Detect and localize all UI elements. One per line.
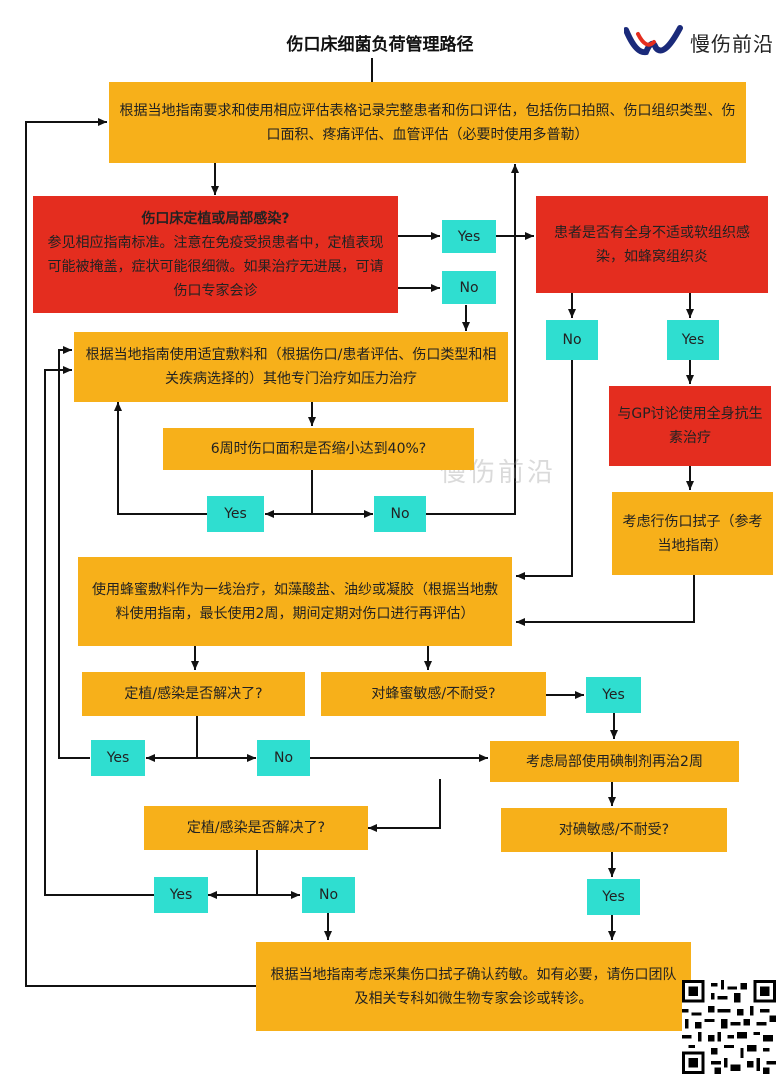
node-iodine-sensitivity-question: 对碘敏感/不耐受? — [501, 808, 727, 852]
node-resolved-question-1: 定植/感染是否解决了? — [82, 672, 305, 716]
yes-label: Yes — [442, 220, 496, 253]
node-six-week-question: 6周时伤口面积是否缩小达到40%? — [163, 428, 474, 470]
no-label: No — [546, 320, 598, 360]
yes-label: Yes — [586, 677, 641, 713]
node-honey-dressing: 使用蜂蜜敷料作为一线治疗，如藻酸盐、油纱或凝胶（根据当地敷料使用指南，最长使用2… — [78, 557, 512, 646]
node-wound-swab: 考虑行伤口拭子（参考当地指南） — [612, 492, 773, 575]
node-resolved-question-2: 定植/感染是否解决了? — [144, 806, 368, 850]
yes-label: Yes — [667, 320, 719, 360]
diagram-title: 伤口床细菌负荷管理路径 — [286, 35, 474, 55]
node-swab-referral: 根据当地指南考虑采集伤口拭子确认药敏。如有必要，请伤口团队及相关专科如微生物专家… — [256, 942, 691, 1031]
no-label: No — [257, 740, 310, 776]
node-systemic-infection-question: 患者是否有全身不适或软组织感染，如蜂窝组织炎 — [536, 196, 768, 293]
qr-code-icon — [682, 980, 776, 1074]
no-label: No — [374, 496, 426, 532]
brand-name: 慢伤前沿 — [690, 31, 774, 56]
node-colonization-title: 伤口床定植或局部感染? — [141, 210, 290, 227]
no-label: No — [302, 877, 355, 913]
node-iodine-treatment: 考虑局部使用碘制剂再治2周 — [490, 741, 739, 782]
yes-label: Yes — [91, 740, 145, 776]
yes-label: Yes — [207, 496, 264, 532]
node-colonization-body: 参见相应指南标准。注意在免疫受损患者中，定植表现可能被掩盖，症状可能很细微。如果… — [47, 234, 384, 299]
node-colonization-question: 伤口床定植或局部感染? 参见相应指南标准。注意在免疫受损患者中，定植表现可能被掩… — [33, 196, 398, 313]
node-dressing-therapy: 根据当地指南使用适宜敷料和（根据伤口/患者评估、伤口类型和相关疾病选择的）其他专… — [74, 332, 508, 402]
brand-logo: 慢伤前沿 — [624, 22, 780, 62]
brand-w-logo-icon — [624, 25, 683, 56]
node-assessment: 根据当地指南要求和使用相应评估表格记录完整患者和伤口评估，包括伤口拍照、伤口组织… — [109, 82, 746, 163]
node-gp-antibiotics: 与GP讨论使用全身抗生素治疗 — [609, 386, 771, 466]
no-label: No — [442, 271, 496, 304]
node-honey-sensitivity-question: 对蜂蜜敏感/不耐受? — [321, 672, 546, 716]
yes-label: Yes — [154, 877, 208, 913]
yes-label: Yes — [587, 879, 640, 915]
